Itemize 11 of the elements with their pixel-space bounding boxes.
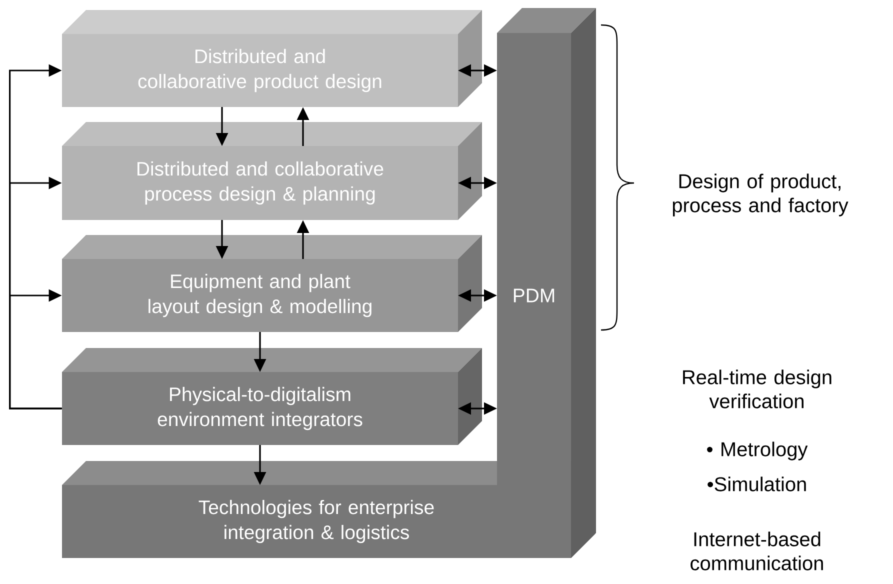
side-label: •Simulation xyxy=(708,476,806,492)
block: Distributed and collaborative process design & planning xyxy=(62,122,482,220)
side-label: • Metrology xyxy=(707,442,808,460)
block: Equipment and plant layout design & modelling xyxy=(62,235,482,332)
block: PDM xyxy=(497,8,596,558)
block: Physical-to-digitalism environment integrators xyxy=(62,348,482,445)
side-label: Real-time design verification xyxy=(683,370,832,408)
block: Distributed and collaborative product design xyxy=(62,10,482,107)
side-label: Internet-based communication xyxy=(690,532,823,570)
arrow xyxy=(9,289,62,410)
side-label: Design of product, process and factory xyxy=(672,174,848,216)
